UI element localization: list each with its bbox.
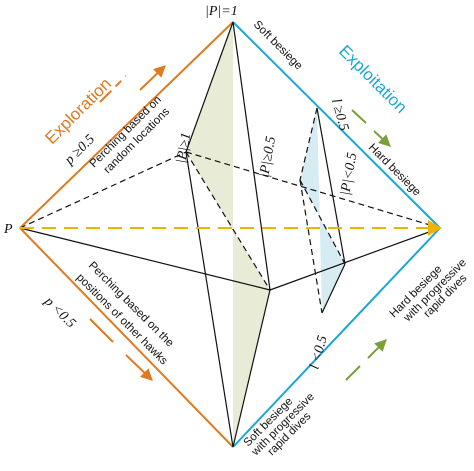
soft-besiege-label: Soft besiege bbox=[251, 19, 305, 73]
top-vertex-label: |P|=1 bbox=[205, 4, 238, 19]
edge-bottom-right bbox=[232, 227, 441, 448]
arrow-exploitation-bottom-head bbox=[367, 339, 387, 359]
edge-bottom-left bbox=[19, 227, 234, 448]
p-lt-label: p <0.5 bbox=[40, 294, 78, 332]
l-ge-label: l ≥0.5 bbox=[328, 97, 351, 132]
edge-top-right bbox=[232, 21, 441, 229]
l-lt-label: l <0.5 bbox=[307, 334, 330, 371]
green-plane bbox=[186, 22, 270, 447]
arrow-exploitation-bottom bbox=[345, 365, 361, 381]
edge-top-left bbox=[19, 21, 234, 229]
arrow-exploration-bottom-head bbox=[125, 354, 153, 381]
arrow-exploitation-top bbox=[351, 109, 367, 124]
blue-plane bbox=[300, 108, 345, 313]
dashed-lines bbox=[19, 107, 441, 314]
e-ge-05-label: |P|≥0.5 bbox=[257, 135, 279, 178]
exploitation-title: Exploitation bbox=[335, 41, 411, 117]
arrow-exploration-top-head bbox=[139, 65, 166, 91]
e-ge-1-label: |P|≥1 bbox=[174, 132, 194, 165]
arrow-exploration-bottom bbox=[89, 318, 114, 343]
solid-lines bbox=[19, 21, 441, 448]
hard-besiege-label: Hard besiege bbox=[366, 142, 423, 199]
left-vertex-label: P bbox=[3, 222, 13, 237]
yellow-arrowhead bbox=[428, 220, 442, 236]
e-lt-05-label: |P|<0.5 bbox=[338, 152, 360, 197]
arrow-exploitation-top-head bbox=[373, 130, 391, 147]
arrow-exploration-top bbox=[99, 75, 127, 103]
exploration-title: Exploration bbox=[41, 74, 115, 148]
